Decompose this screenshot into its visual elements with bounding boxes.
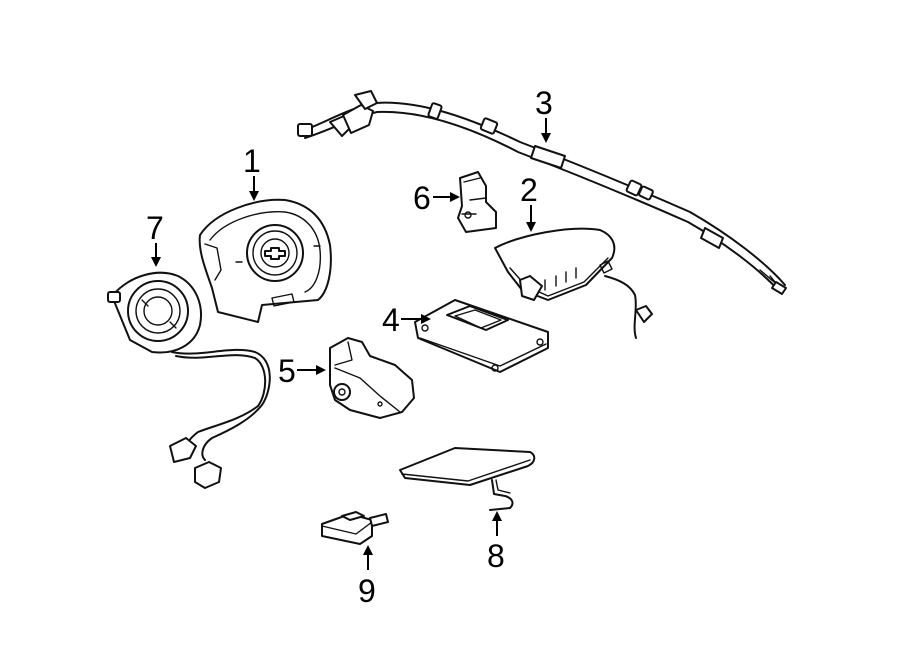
callout-7: 7 xyxy=(146,210,164,267)
callout-label-2: 2 xyxy=(520,172,538,208)
occupant-sensor-part[interactable] xyxy=(321,511,389,545)
callout-5: 5 xyxy=(278,353,326,389)
callout-8: 8 xyxy=(487,511,505,574)
clockspring-part[interactable] xyxy=(107,271,271,489)
front-sensor-part[interactable] xyxy=(457,171,497,233)
callout-6: 6 xyxy=(413,180,460,216)
steering-wheel-airbag-part[interactable] xyxy=(198,198,332,323)
callout-label-6: 6 xyxy=(413,180,431,216)
callout-3: 3 xyxy=(535,85,553,143)
control-module-part[interactable] xyxy=(414,299,549,373)
callout-label-1: 1 xyxy=(243,143,261,179)
callout-label-8: 8 xyxy=(487,538,505,574)
curtain-airbag-part[interactable] xyxy=(297,90,787,295)
callout-label-3: 3 xyxy=(535,85,553,121)
callout-label-9: 9 xyxy=(358,573,376,609)
callout-label-4: 4 xyxy=(382,302,400,338)
passenger-airbag-part[interactable] xyxy=(494,227,653,339)
impact-sensor-part[interactable] xyxy=(329,337,415,419)
callout-1: 1 xyxy=(243,143,261,201)
callout-label-5: 5 xyxy=(278,353,296,389)
callout-label-7: 7 xyxy=(146,210,164,246)
callout-2: 2 xyxy=(520,172,538,232)
callout-4: 4 xyxy=(382,302,431,338)
callout-9: 9 xyxy=(358,545,376,609)
knee-airbag-part[interactable] xyxy=(399,447,536,511)
